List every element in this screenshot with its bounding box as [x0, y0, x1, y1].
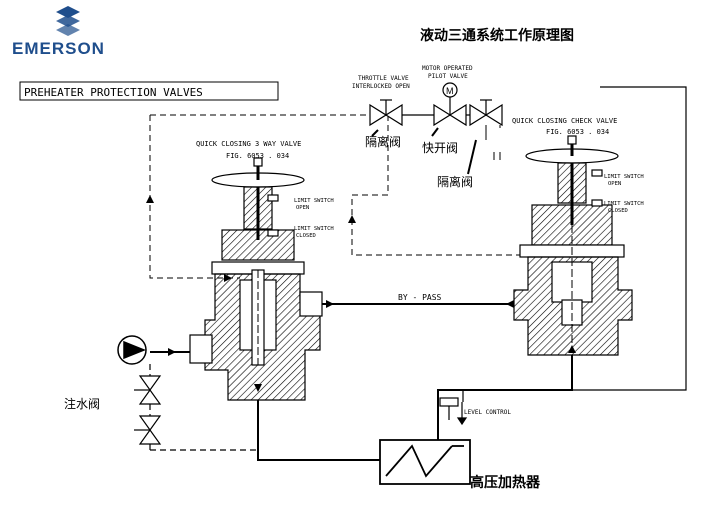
cn-label-fast-open: 快开阀: [422, 141, 458, 155]
level-control-label: LEVEL CONTROL: [464, 409, 511, 416]
motor-symbol: M: [446, 86, 454, 96]
section-label-box: [19, 81, 279, 101]
control-lines: [149, 114, 530, 279]
three-way-valve-name: QUICK CLOSING 3 WAY VALVE: [196, 140, 301, 148]
check-limit-open-2: OPEN: [608, 181, 621, 187]
hp-heater: [379, 439, 471, 485]
logo-wordmark: EMERSON: [12, 39, 105, 58]
diagram-title: 液动三通系统工作原理图: [420, 27, 574, 43]
section-label: PREHEATER PROTECTION VALVES: [24, 86, 203, 99]
check-limit-closed-1: LIMIT SWITCH: [604, 201, 644, 207]
isolation-valve-right: [469, 99, 503, 127]
check-valve-fig: FIG. 6053 . 034: [546, 128, 609, 136]
pointer-fast-open: [431, 127, 439, 137]
check-valve: [513, 135, 633, 356]
three-way-valve: [189, 157, 323, 401]
water-injection-valves: [134, 364, 258, 451]
check-valve-name: QUICK CLOSING CHECK VALVE: [512, 117, 617, 125]
three-way-valve-fig: FIG. 6053 . 034: [226, 152, 289, 160]
level-control: [439, 397, 468, 426]
motor-symbol-icon: [442, 82, 458, 98]
three-way-limit-closed-2: CLOSED: [296, 233, 316, 239]
bypass-label: BY - PASS: [398, 293, 442, 302]
pump: [117, 335, 147, 365]
three-way-limit-open-1: LIMIT SWITCH: [294, 198, 334, 204]
process-flow-arrows: [168, 300, 576, 392]
throttle-valve-label-1: THROTTLE VALVE: [358, 75, 409, 82]
three-way-limit-open-2: OPEN: [296, 205, 309, 211]
throttle-valve: [369, 99, 403, 127]
cn-label-water-injection: 注水阀: [64, 396, 100, 411]
pilot-valve-label-2: PILOT VALVE: [428, 73, 468, 80]
pilot-valve: [433, 82, 467, 127]
cn-label-isolation-2: 隔离阀: [437, 174, 473, 189]
drain-lines: [485, 125, 501, 160]
cn-label-isolation-1: 隔离阀: [365, 134, 401, 149]
emerson-emblem-icon: [56, 6, 80, 36]
pilot-valve-label-1: MOTOR OPERATED: [422, 65, 473, 72]
throttle-valve-label-2: INTERLOCKED OPEN: [352, 83, 410, 90]
emerson-logo: EMERSON: [12, 6, 105, 58]
pointer-isolation-2: [467, 139, 477, 175]
three-way-limit-closed-1: LIMIT SWITCH: [294, 226, 334, 232]
cn-label-hp-heater: 高压加热器: [470, 474, 541, 490]
check-limit-closed-2: CLOSED: [608, 208, 628, 214]
check-limit-open-1: LIMIT SWITCH: [604, 174, 644, 180]
pointer-isolation-1: [371, 129, 379, 137]
